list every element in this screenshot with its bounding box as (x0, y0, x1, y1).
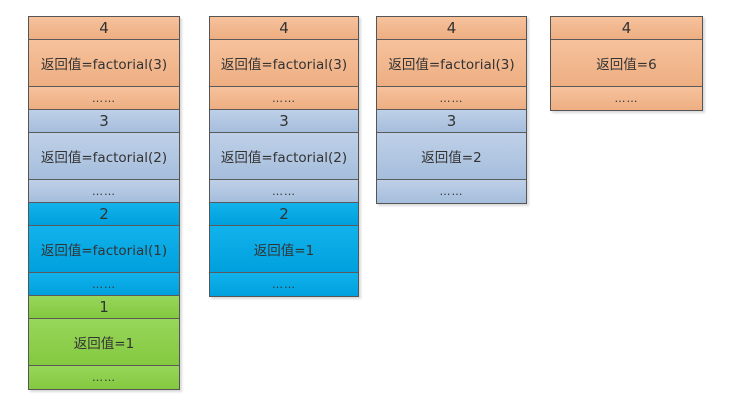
frame-number: 4 (29, 17, 179, 40)
frame-return-value: 返回值=factorial(1) (29, 226, 179, 273)
frame-return-value: 返回值=factorial(3) (29, 40, 179, 87)
frame-return-value: 返回值=factorial(2) (29, 133, 179, 180)
frame-return-value: 返回值=factorial(3) (377, 40, 526, 87)
stack-frame-3: 3 返回值=2 …… (377, 110, 526, 203)
frame-number: 3 (210, 110, 358, 133)
frame-ellipsis: …… (377, 87, 526, 110)
stack-frame-1: 1 返回值=1 …… (29, 296, 179, 389)
frame-ellipsis: …… (210, 87, 358, 110)
call-stack-4: 4 返回值=6 …… (550, 16, 703, 111)
frame-number: 2 (29, 203, 179, 226)
frame-number: 2 (210, 203, 358, 226)
stack-frame-2: 2 返回值=1 …… (210, 203, 358, 296)
stack-frame-3: 3 返回值=factorial(2) …… (29, 110, 179, 203)
stack-frame-4: 4 返回值=6 …… (551, 17, 702, 110)
frame-return-value: 返回值=6 (551, 40, 702, 87)
stack-frame-4: 4 返回值=factorial(3) …… (210, 17, 358, 110)
call-stack-1: 4 返回值=factorial(3) …… 3 返回值=factorial(2)… (28, 16, 180, 390)
frame-ellipsis: …… (210, 273, 358, 296)
stack-frame-4: 4 返回值=factorial(3) …… (29, 17, 179, 110)
frame-ellipsis: …… (29, 180, 179, 203)
frame-number: 3 (377, 110, 526, 133)
frame-ellipsis: …… (377, 180, 526, 203)
frame-number: 4 (377, 17, 526, 40)
frame-return-value: 返回值=1 (29, 319, 179, 366)
frame-return-value: 返回值=factorial(2) (210, 133, 358, 180)
frame-number: 1 (29, 296, 179, 319)
frame-number: 4 (551, 17, 702, 40)
call-stack-2: 4 返回值=factorial(3) …… 3 返回值=factorial(2)… (209, 16, 359, 297)
stack-frame-3: 3 返回值=factorial(2) …… (210, 110, 358, 203)
frame-ellipsis: …… (29, 366, 179, 389)
frame-ellipsis: …… (551, 87, 702, 110)
frame-return-value: 返回值=2 (377, 133, 526, 180)
frame-number: 3 (29, 110, 179, 133)
frame-return-value: 返回值=factorial(3) (210, 40, 358, 87)
frame-return-value: 返回值=1 (210, 226, 358, 273)
call-stack-3: 4 返回值=factorial(3) …… 3 返回值=2 …… (376, 16, 527, 204)
frame-ellipsis: …… (29, 87, 179, 110)
frame-ellipsis: …… (210, 180, 358, 203)
stack-frame-4: 4 返回值=factorial(3) …… (377, 17, 526, 110)
frame-ellipsis: …… (29, 273, 179, 296)
stack-frame-2: 2 返回值=factorial(1) …… (29, 203, 179, 296)
frame-number: 4 (210, 17, 358, 40)
